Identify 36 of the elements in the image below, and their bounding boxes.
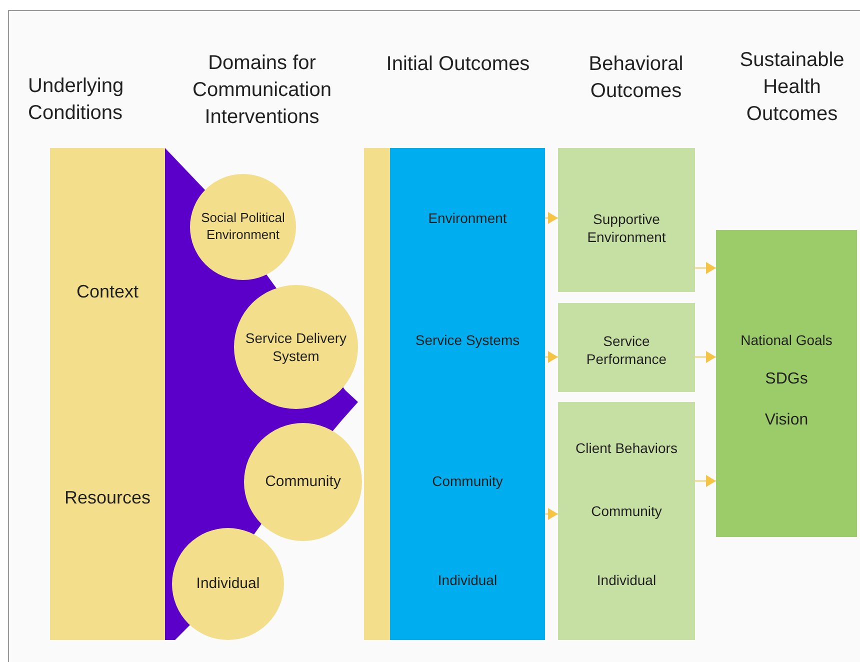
arrow [544,508,558,520]
column-heading: Behavioral Outcomes [588,52,684,104]
behavior-box [558,303,695,392]
node-label: Community [590,502,663,520]
arrow [544,212,558,224]
node-label: Service Performance [585,332,668,368]
node-label: Community [431,472,504,490]
node-label: National Goals [740,330,834,350]
node-label: Individual [195,574,261,594]
node-label: Client Behaviors [574,438,678,458]
node-label: Community [264,472,342,492]
node-label: Environment [427,208,508,228]
behavior-box [558,402,695,640]
node-label: Service Systems [414,330,521,350]
conditions-bar [50,148,165,640]
node-label: Context [75,280,140,304]
arrow [694,351,716,363]
column-heading: Domains for Communication Interventions [192,51,332,130]
node-label: Supportive Environment [586,210,667,246]
column-heading: Initial Outcomes [385,52,531,77]
node-label: Vision [764,410,810,431]
node-label: Social Political Environment [200,210,286,244]
node-label: Service Delivery System [244,328,348,366]
node-label: SDGs [764,370,809,390]
goals-box [716,230,857,537]
side-bar [364,148,390,640]
column-heading: Sustainable Health Outcomes [738,48,846,127]
arrow [694,262,716,274]
arrow [544,351,558,363]
outcomes-box [390,148,545,640]
column-heading: Underlying Conditions [28,74,125,126]
node-label: Resources [63,486,152,510]
node-label: Individual [596,570,658,590]
behavior-box [558,148,695,292]
arrow [694,475,716,487]
node-label: Individual [436,570,498,590]
